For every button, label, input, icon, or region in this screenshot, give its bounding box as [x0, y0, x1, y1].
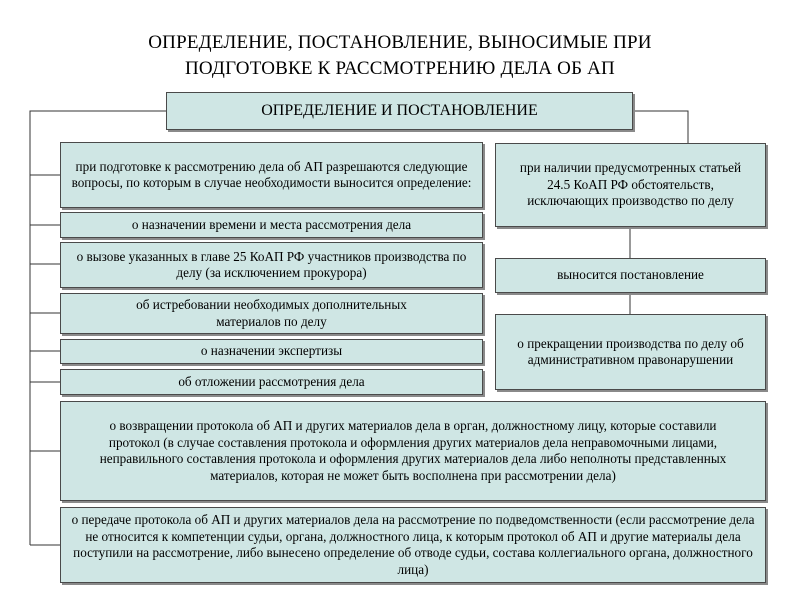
- right-decision-box: выносится постановление: [495, 258, 766, 293]
- header-box: ОПРЕДЕЛЕНИЕ И ПОСТАНОВЛЕНИЕ: [166, 92, 633, 130]
- right-result-text: о прекращении производства по делу об ад…: [517, 335, 744, 368]
- left-item-box: о вызове указанных в главе 25 КоАП РФ уч…: [60, 242, 483, 288]
- right-result-box: о прекращении производства по делу об ад…: [495, 314, 766, 390]
- right-condition-box: при наличии предусмотренных статьей 24.5…: [495, 143, 766, 227]
- left-item-text: о назначении экспертизы: [200, 343, 343, 359]
- slide-title-line-2: ПОДГОТОВКЕ К РАССМОТРЕНИЮ ДЕЛА ОБ АП: [185, 58, 615, 79]
- right-condition-text: при наличии предусмотренных статьей 24.5…: [519, 160, 742, 209]
- left-intro-text: при подготовке к рассмотрению дела об АП…: [71, 158, 472, 191]
- left-item-text: о вызове указанных в главе 25 КоАП РФ уч…: [76, 248, 467, 281]
- left-item-box: об истребовании необходимых дополнительн…: [60, 293, 483, 334]
- left-item-box: об отложении рассмотрения дела: [60, 369, 483, 395]
- left-item-box: о назначении экспертизы: [60, 339, 483, 364]
- left-item-text: об истребовании необходимых дополнительн…: [136, 297, 407, 329]
- bottom-return-text: о возвращении протокола об АП и других м…: [99, 418, 727, 483]
- left-item-text: об отложении рассмотрения дела: [178, 373, 365, 389]
- left-item-text: о назначении времени и места рассмотрени…: [131, 216, 412, 232]
- slide-title: ОПРЕДЕЛЕНИЕ, ПОСТАНОВЛЕНИЕ, ВЫНОСИМЫЕ ПР…: [0, 30, 800, 82]
- bottom-transfer-text: о передаче протокола об АП и других мате…: [71, 512, 755, 577]
- bottom-transfer-box: о передаче протокола об АП и других мате…: [60, 507, 766, 583]
- header-label: ОПРЕДЕЛЕНИЕ И ПОСТАНОВЛЕНИЕ: [261, 102, 538, 119]
- left-item-box: о назначении времени и места рассмотрени…: [60, 212, 483, 238]
- connector-right-trunk: [633, 110, 689, 143]
- slide-title-line-1: ОПРЕДЕЛЕНИЕ, ПОСТАНОВЛЕНИЕ, ВЫНОСИМЫЕ ПР…: [148, 32, 652, 53]
- left-intro-box: при подготовке к рассмотрению дела об АП…: [60, 142, 483, 208]
- right-decision-text: выносится постановление: [557, 267, 704, 283]
- bottom-return-box: о возвращении протокола об АП и других м…: [60, 401, 766, 501]
